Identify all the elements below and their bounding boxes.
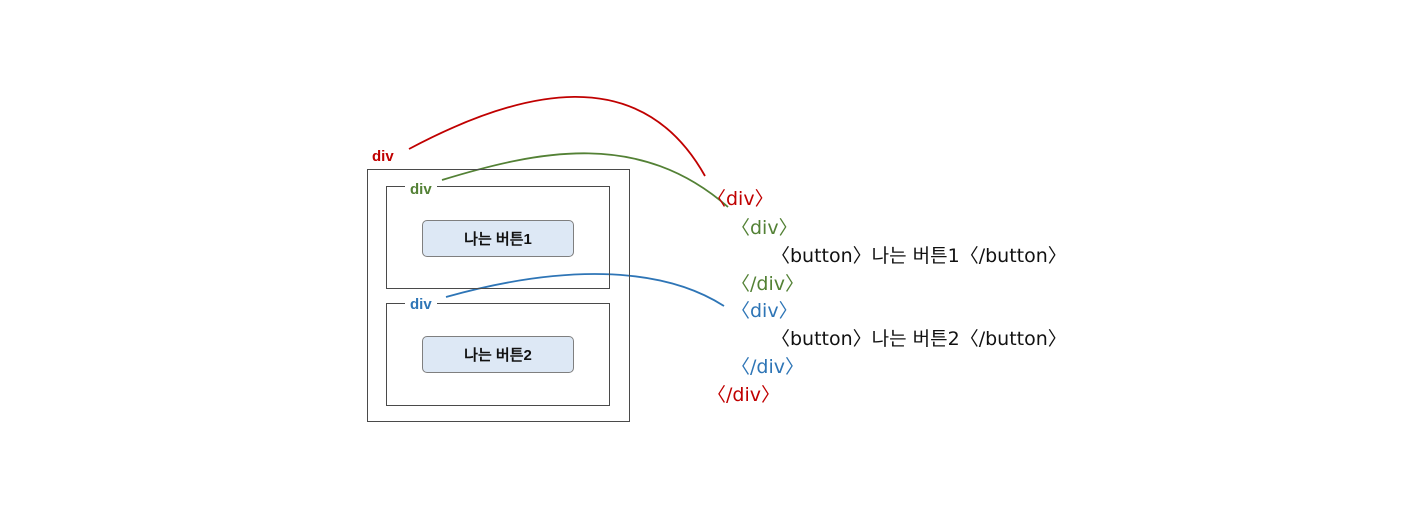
- code-line-top-div-close: 〈/div〉: [731, 273, 804, 295]
- button-2[interactable]: 나는 버튼2: [422, 336, 574, 373]
- code-line-bottom-div-close: 〈/div〉: [731, 356, 804, 378]
- code-line-outer-div-close: 〈/div〉: [707, 384, 780, 406]
- inner-top-div-label: div: [405, 181, 437, 199]
- inner-bottom-div-box: [386, 303, 610, 406]
- inner-top-div-box: [386, 186, 610, 289]
- outer-div-box: [367, 169, 630, 422]
- outer-div-label: div: [372, 148, 394, 165]
- code-line-bottom-div-open: 〈div〉: [731, 300, 798, 322]
- outer-div-connector: [408, 95, 706, 177]
- code-line-button-1: 〈button〉나는 버튼1〈/button〉: [771, 245, 1067, 267]
- button-1[interactable]: 나는 버튼1: [422, 220, 574, 257]
- code-line-top-div-open: 〈div〉: [731, 217, 798, 239]
- inner-bottom-div-label: div: [405, 296, 437, 314]
- code-line-button-2: 〈button〉나는 버튼2〈/button〉: [771, 328, 1067, 350]
- code-line-outer-div-open: 〈div〉: [707, 188, 774, 210]
